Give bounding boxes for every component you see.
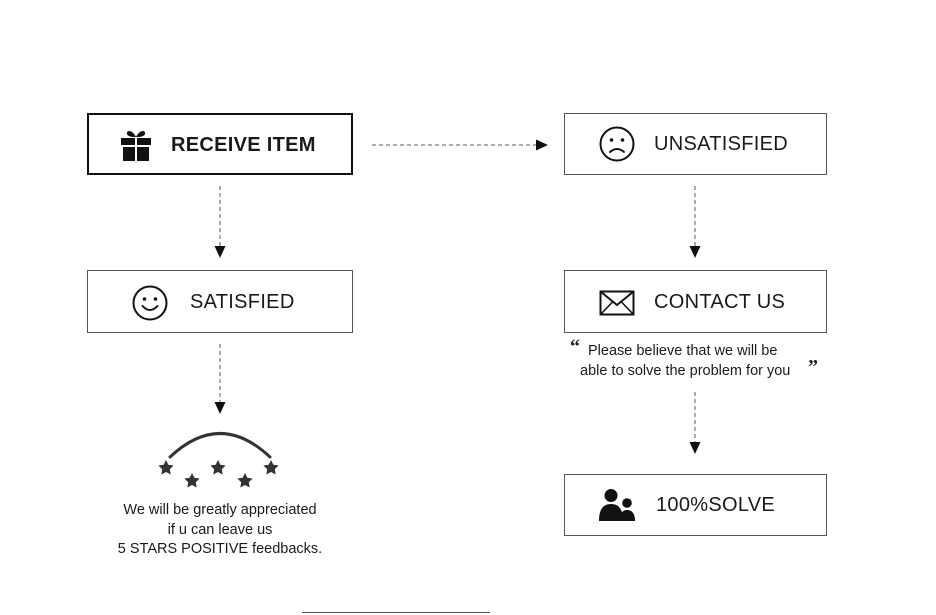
contact-note-line: Please believe that we will be xyxy=(588,343,778,359)
contact-note-line: able to solve the problem for you xyxy=(580,362,791,379)
step-label: UNSATISFIED xyxy=(654,133,789,155)
open-quote: “ xyxy=(570,336,580,358)
star-icon xyxy=(237,473,253,488)
envelope-icon xyxy=(599,290,635,316)
star-icon xyxy=(158,460,174,475)
rating-arc xyxy=(168,432,272,459)
smile-face-icon xyxy=(132,285,168,321)
star-icon xyxy=(210,460,226,475)
arrow-satisfied-to-rating xyxy=(214,344,226,414)
feedback-note-line: We will be greatly appreciated xyxy=(123,502,317,518)
step-label: 100%SOLVE xyxy=(656,494,776,516)
gift-icon xyxy=(121,130,151,161)
step-label: CONTACT US xyxy=(654,291,786,313)
step-satisfied: SATISFIED xyxy=(87,270,353,333)
step-label: SATISFIED xyxy=(190,291,295,313)
arrow-receive-to-unsatisfied xyxy=(372,139,548,151)
five-star-rating xyxy=(158,432,279,488)
star-icon xyxy=(263,460,279,475)
step-unsatisfied: UNSATISFIED xyxy=(564,113,827,175)
arrow-receive-to-satisfied xyxy=(214,186,226,258)
bottom-divider xyxy=(302,612,490,613)
feedback-note: We will be greatly appreciated if u can … xyxy=(100,501,340,560)
step-label: RECEIVE ITEM xyxy=(171,134,316,156)
arrow-unsatisfied-to-contact xyxy=(689,186,701,258)
feedback-note-line: if u can leave us xyxy=(167,521,273,538)
close-quote: ” xyxy=(808,356,818,378)
star-icon xyxy=(184,473,200,488)
step-contact-us: CONTACT US xyxy=(564,270,827,333)
contact-note: Please believe that we will be able to s… xyxy=(580,342,790,381)
step-100-solve: 100%SOLVE xyxy=(564,474,827,536)
step-receive-item: RECEIVE ITEM xyxy=(87,113,353,175)
arrow-contact-to-solve xyxy=(689,392,701,454)
people-icon xyxy=(599,489,635,521)
feedback-note-line: 5 STARS POSITIVE feedbacks. xyxy=(117,541,323,557)
sad-face-icon xyxy=(599,126,635,162)
